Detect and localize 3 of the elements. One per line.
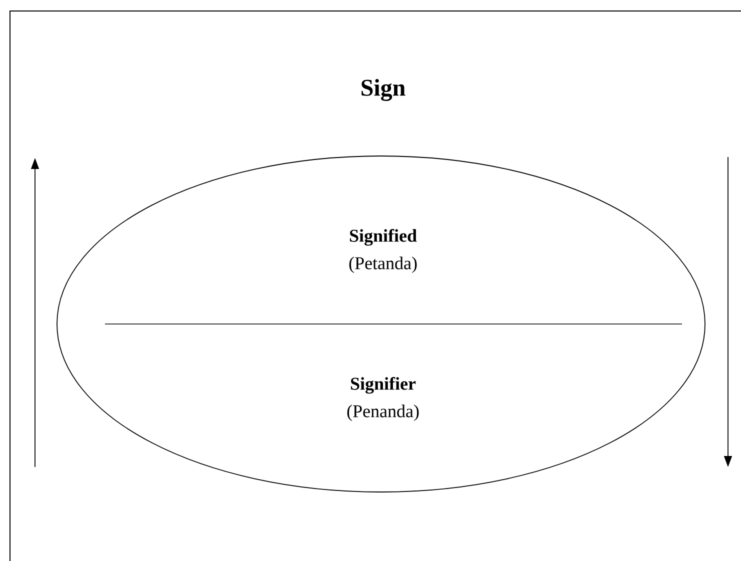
text-label: Signifier (Penanda) — [347, 377, 419, 421]
ellipse-drawing — [56, 156, 706, 492]
text-label: Signified (Petanda) — [349, 229, 417, 273]
